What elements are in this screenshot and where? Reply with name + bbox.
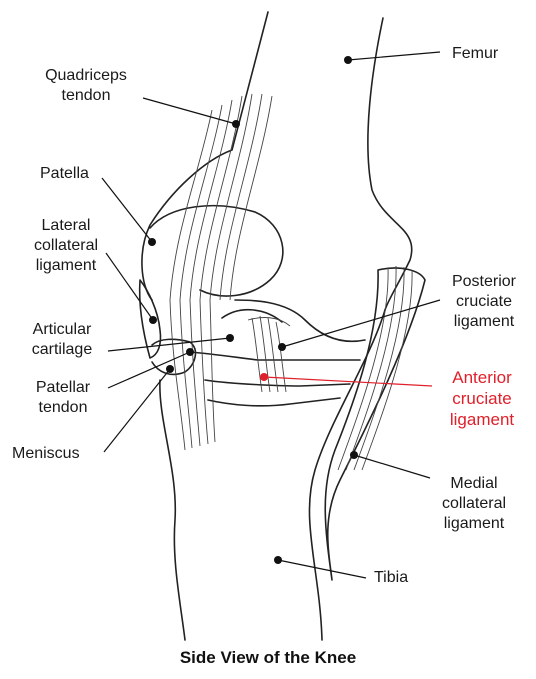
- label-medial-collateral-ligament: Medial collateral ligament: [428, 474, 520, 534]
- medial-collateral-ligament: [325, 268, 425, 580]
- label-quadriceps-tendon: Quadriceps tendon: [30, 66, 142, 106]
- leader-quadriceps: [143, 98, 236, 124]
- label-patellar-tendon: Patellar tendon: [22, 378, 104, 418]
- leader-mcl: [354, 455, 430, 478]
- label-femur: Femur: [452, 44, 498, 64]
- label-posterior-cruciate-ligament: Posterior cruciate ligament: [436, 272, 532, 332]
- diagram-caption: Side View of the Knee: [0, 648, 536, 668]
- label-patella: Patella: [40, 164, 89, 184]
- tendon-fibres: [170, 94, 272, 450]
- leader-femur: [348, 52, 440, 60]
- label-lateral-collateral-ligament: Lateral collateral ligament: [18, 216, 114, 276]
- leader-meniscus: [104, 369, 170, 452]
- acl-dot: [260, 373, 268, 381]
- femur-outline-right: [368, 18, 412, 310]
- label-anterior-cruciate-ligament: Anterior cruciate ligament: [434, 367, 530, 430]
- leader-tibia: [278, 560, 366, 578]
- label-tibia: Tibia: [374, 568, 408, 588]
- cruciate-fibres: [248, 316, 290, 392]
- mcl-fibres: [338, 266, 412, 470]
- label-meniscus: Meniscus: [12, 444, 80, 464]
- label-articular-cartilage: Articular cartilage: [18, 320, 106, 360]
- leader-patellar-tendon: [108, 352, 190, 388]
